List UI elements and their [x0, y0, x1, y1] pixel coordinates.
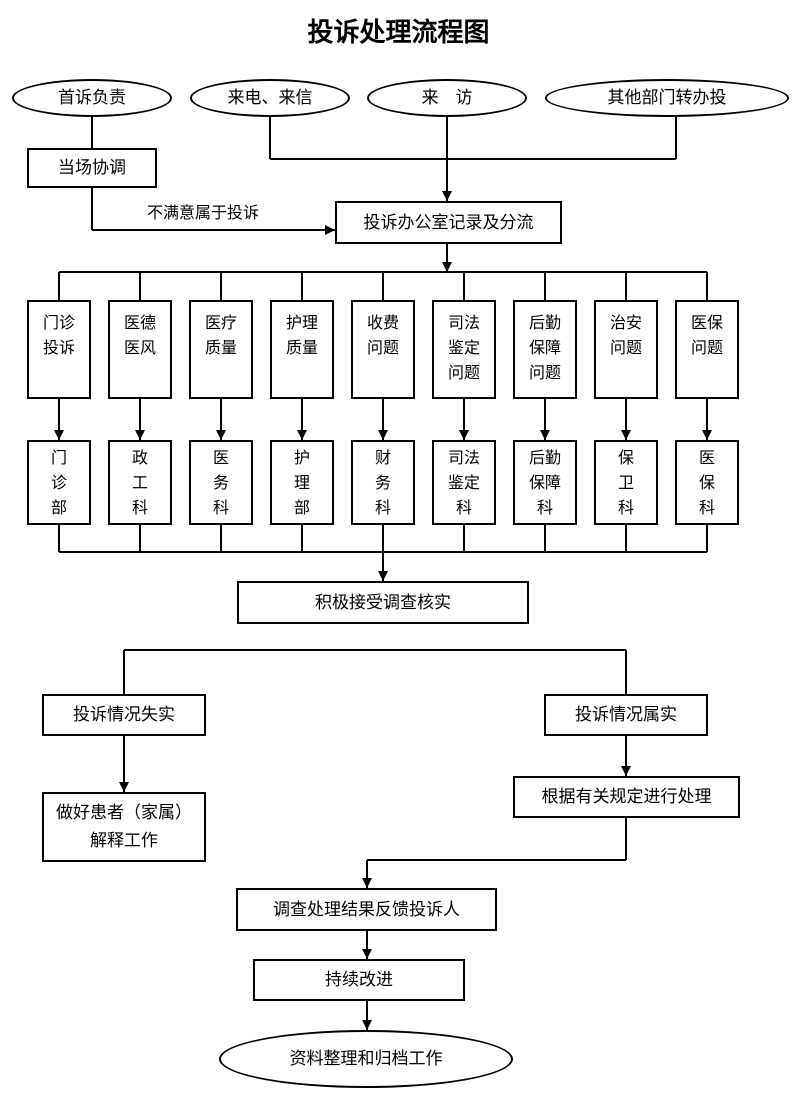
arrowhead [621, 766, 631, 776]
department-box: 医 务 科 [189, 440, 253, 525]
arrowhead [362, 1020, 372, 1030]
category-box: 门诊 投诉 [27, 300, 91, 399]
department-box: 后勤 保障 科 [513, 440, 577, 525]
arrowhead [119, 782, 129, 792]
department-box: 政 工 科 [108, 440, 172, 525]
arrowhead [325, 225, 335, 235]
department-box: 财 务 科 [351, 440, 415, 525]
source-other-department: 其他部门转办投 [545, 79, 789, 117]
handle-by-rules-box: 根据有关规定进行处理 [513, 776, 740, 818]
category-box: 后勤 保障 问题 [513, 300, 577, 399]
category-box: 医保 问题 [675, 300, 739, 399]
arrowhead [216, 430, 226, 440]
category-box: 治安 问题 [594, 300, 658, 399]
category-box: 司法 鉴定 问题 [432, 300, 496, 399]
arrowhead [362, 949, 372, 959]
arrowhead [702, 430, 712, 440]
arrowhead [135, 430, 145, 440]
arrowhead [297, 430, 307, 440]
source-visit: 来 访 [367, 79, 527, 117]
continuous-improvement-box: 持续改进 [253, 959, 465, 1001]
explain-work-box: 做好患者（家属） 解释工作 [42, 792, 206, 862]
archive-oval: 资料整理和归档工作 [219, 1030, 513, 1088]
arrowhead [378, 571, 388, 581]
category-box: 医德 医风 [108, 300, 172, 399]
feedback-box: 调查处理结果反馈投诉人 [236, 888, 497, 931]
onsite-coordination-box: 当场协调 [27, 148, 157, 188]
arrowhead [621, 430, 631, 440]
category-box: 护理 质量 [270, 300, 334, 399]
department-box: 护 理 部 [270, 440, 334, 525]
arrowhead [378, 430, 388, 440]
arrowhead [540, 430, 550, 440]
department-box: 门 诊 部 [27, 440, 91, 525]
department-box: 医 保 科 [675, 440, 739, 525]
arrowhead [442, 191, 452, 201]
true-complaint-box: 投诉情况属实 [544, 694, 708, 736]
department-box: 司法 鉴定 科 [432, 440, 496, 525]
arrowhead [362, 878, 372, 888]
arrowhead [54, 430, 64, 440]
page-title: 投诉处理流程图 [307, 18, 490, 48]
category-box: 医疗 质量 [189, 300, 253, 399]
false-complaint-box: 投诉情况失实 [42, 694, 206, 736]
unsatisfied-label: 不满意属于投诉 [147, 203, 260, 222]
investigation-box: 积极接受调查核实 [237, 581, 529, 624]
source-call-letter: 来电、来信 [190, 79, 350, 117]
department-box: 保 卫 科 [594, 440, 658, 525]
complaint-office-box: 投诉办公室记录及分流 [335, 201, 562, 244]
source-first-responsibility: 首诉负责 [12, 79, 172, 117]
arrowhead [442, 262, 452, 272]
arrowhead [459, 430, 469, 440]
category-box: 收费 问题 [351, 300, 415, 399]
